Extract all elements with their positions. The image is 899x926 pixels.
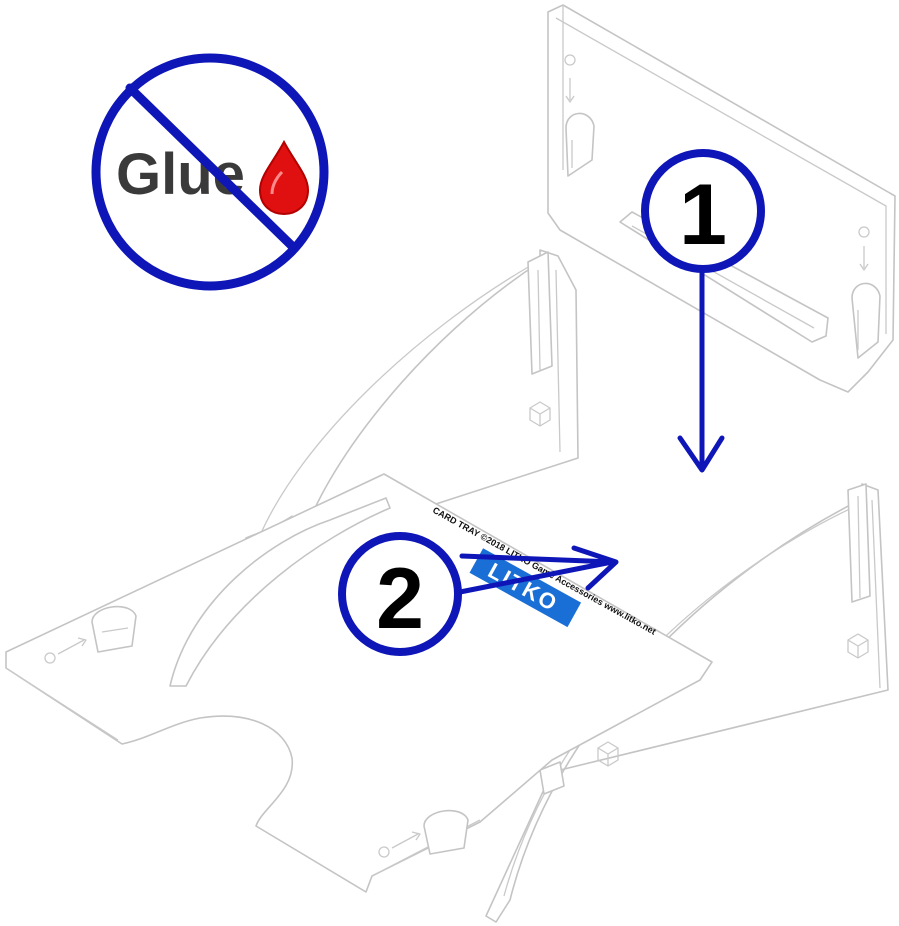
down-arrow-icon [677,269,725,473]
step-1: 1 [641,149,765,473]
glue-label: Glue [116,142,245,207]
step-2: 2 [338,532,619,656]
slide-arrow-icon [457,545,619,595]
no-glue-sign: Glue [91,53,329,291]
step-1-number: 1 [679,167,727,263]
step-2-number: 2 [376,551,424,647]
base-tray [5,473,713,893]
drop-icon [258,139,310,216]
left-side-wall [245,249,579,561]
